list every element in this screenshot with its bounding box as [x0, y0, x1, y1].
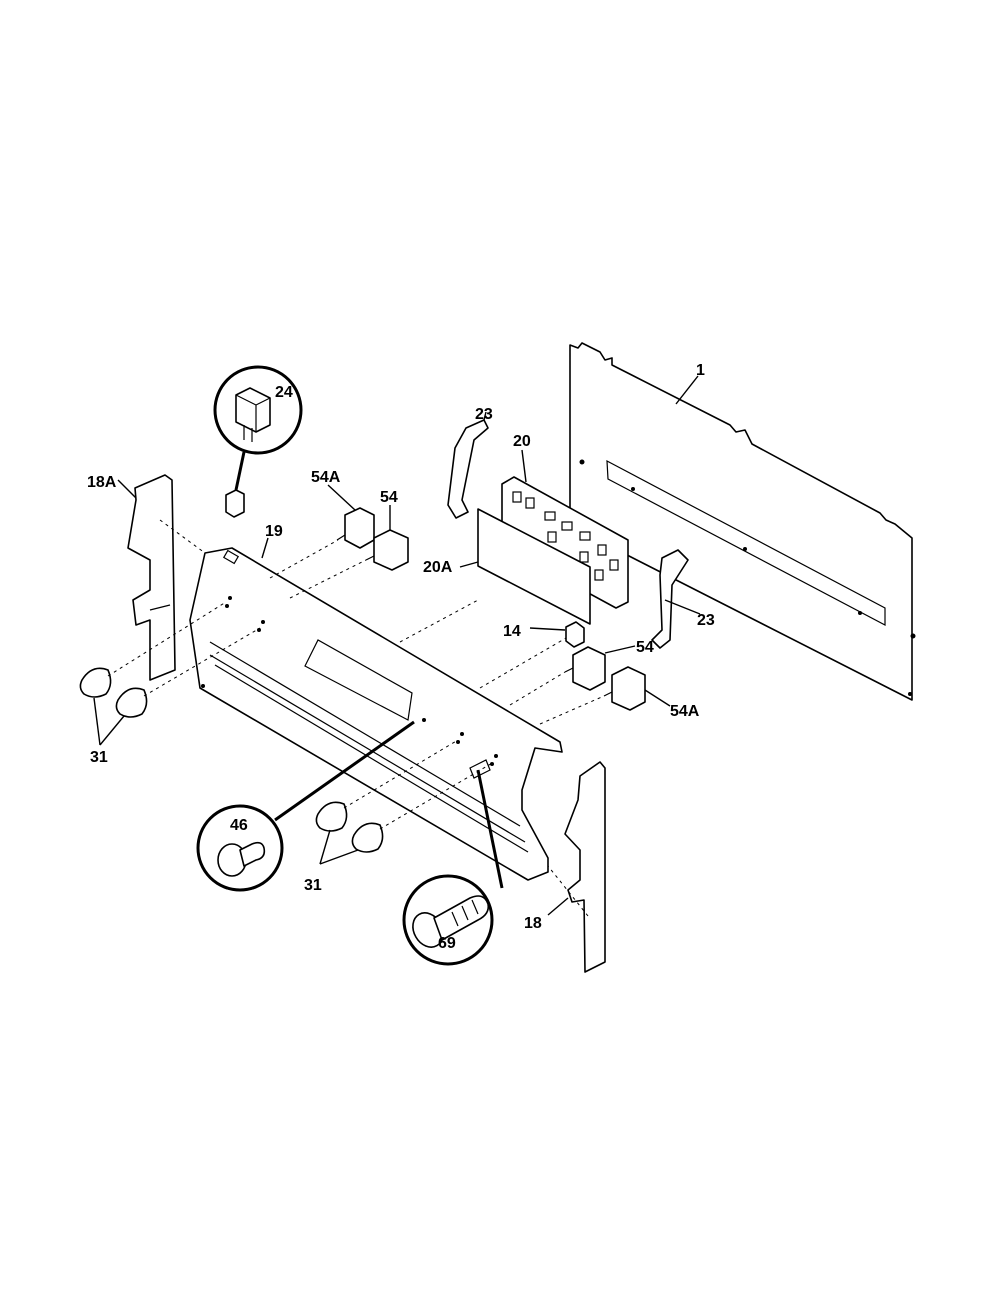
- part-1-rear-panel: [569, 342, 916, 701]
- part-18a-left-bracket: [117, 474, 176, 681]
- label-69: 69: [438, 935, 456, 952]
- part-labels: 1 14 18 18A 19 20 20A 23 23 24 31 31 46 …: [87, 362, 715, 952]
- label-31-bottom: 31: [304, 877, 322, 894]
- label-54-top: 54: [380, 489, 398, 506]
- part-24-switch: [213, 365, 303, 518]
- part-23-bracket-lower: [651, 549, 701, 649]
- part-46-callout: [196, 720, 415, 892]
- part-69-callout: [402, 769, 504, 966]
- part-54-switch-top: [365, 505, 409, 571]
- label-20: 20: [513, 433, 531, 450]
- label-54a-top: 54A: [311, 469, 341, 486]
- part-18-right-bracket: [547, 761, 606, 973]
- part-31-knobs-bottom: [315, 801, 384, 865]
- part-54a-switch-right: [603, 666, 671, 711]
- label-18a: 18A: [87, 474, 117, 491]
- label-31-left: 31: [90, 749, 108, 766]
- part-14-clip: [529, 621, 585, 648]
- label-19: 19: [265, 523, 283, 540]
- part-23-bracket-upper: [447, 411, 489, 519]
- label-23-top: 23: [475, 406, 493, 423]
- part-54a-switch-top: [327, 484, 375, 549]
- label-54-right: 54: [636, 639, 654, 656]
- label-23-bottom: 23: [697, 612, 715, 629]
- label-46: 46: [230, 817, 248, 834]
- part-54-switch-right: [564, 645, 636, 691]
- part-20a-overlay: [459, 508, 591, 625]
- label-20a: 20A: [423, 559, 453, 576]
- label-1: 1: [696, 362, 705, 379]
- part-19-control-panel: [189, 537, 563, 881]
- part-31-knobs-left: [79, 667, 148, 746]
- projection-lines: [107, 519, 605, 917]
- label-14: 14: [503, 623, 521, 640]
- label-24: 24: [275, 384, 293, 401]
- label-54a-right: 54A: [670, 703, 700, 720]
- label-18: 18: [524, 915, 542, 932]
- part-20-control-board: [501, 449, 629, 609]
